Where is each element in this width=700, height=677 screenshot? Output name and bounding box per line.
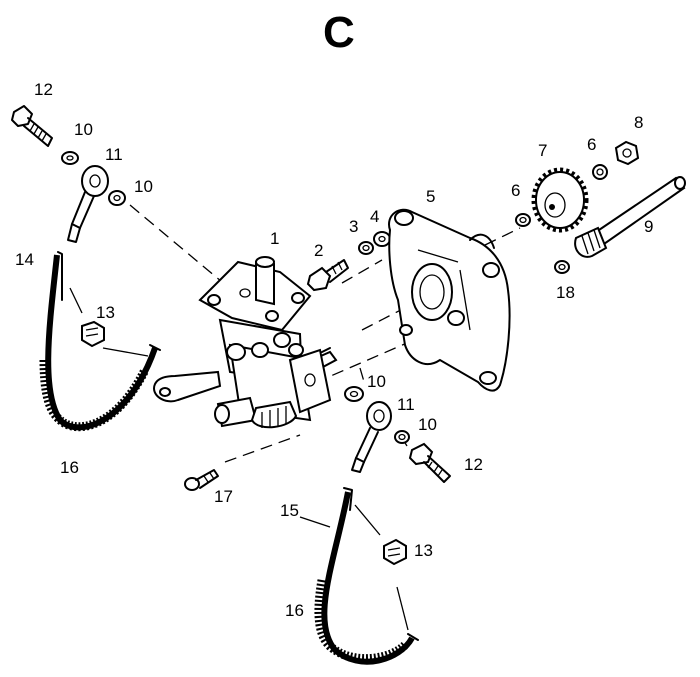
cover-plate-5	[388, 208, 511, 392]
label-6-left: 6	[511, 181, 520, 200]
label-10-top: 10	[74, 120, 93, 139]
label-7: 7	[538, 141, 547, 160]
label-15: 15	[280, 501, 299, 520]
drive-shaft-9	[574, 176, 686, 258]
banjo-fitting-11-bottom	[351, 401, 392, 473]
nut-8	[614, 140, 640, 166]
label-10-top-right: 10	[134, 177, 153, 196]
label-16-bottom: 16	[285, 601, 304, 620]
cable-15-16-bottom	[314, 487, 419, 665]
part-labels: 1 2 3 4 5 6 6 7 8 9 10 10 10 10 11 11 12…	[15, 80, 653, 620]
gear-7	[531, 167, 589, 233]
bolt-12-bottom	[408, 442, 451, 483]
section-letter: C	[323, 8, 355, 57]
label-14: 14	[15, 250, 34, 269]
washers	[61, 151, 608, 444]
label-9: 9	[644, 217, 653, 236]
label-8: 8	[634, 113, 643, 132]
nut-13-bottom	[383, 538, 407, 566]
label-3: 3	[349, 217, 358, 236]
label-4: 4	[370, 207, 379, 226]
label-11-top: 11	[105, 145, 123, 164]
label-18: 18	[556, 283, 575, 302]
label-11-bottom: 11	[397, 395, 415, 414]
cable-14-16-left	[39, 251, 161, 432]
bolt-2	[306, 259, 349, 292]
label-2: 2	[314, 241, 323, 260]
label-13-bottom: 13	[414, 541, 433, 560]
label-10-middle: 10	[367, 372, 386, 391]
label-12-top: 12	[34, 80, 53, 99]
label-10-bottom: 10	[418, 415, 437, 434]
label-13-left: 13	[96, 303, 115, 322]
banjo-fitting-11-top	[67, 165, 109, 243]
label-16-left: 16	[60, 458, 79, 477]
screw-17	[184, 469, 219, 491]
label-17: 17	[214, 487, 233, 506]
label-1: 1	[270, 229, 279, 248]
label-12-bottom: 12	[464, 455, 483, 474]
bolt-12-top	[11, 105, 53, 147]
oil-pump-1	[153, 256, 338, 429]
label-5: 5	[426, 187, 435, 206]
nut-13-left	[81, 320, 105, 348]
label-6-right: 6	[587, 135, 596, 154]
